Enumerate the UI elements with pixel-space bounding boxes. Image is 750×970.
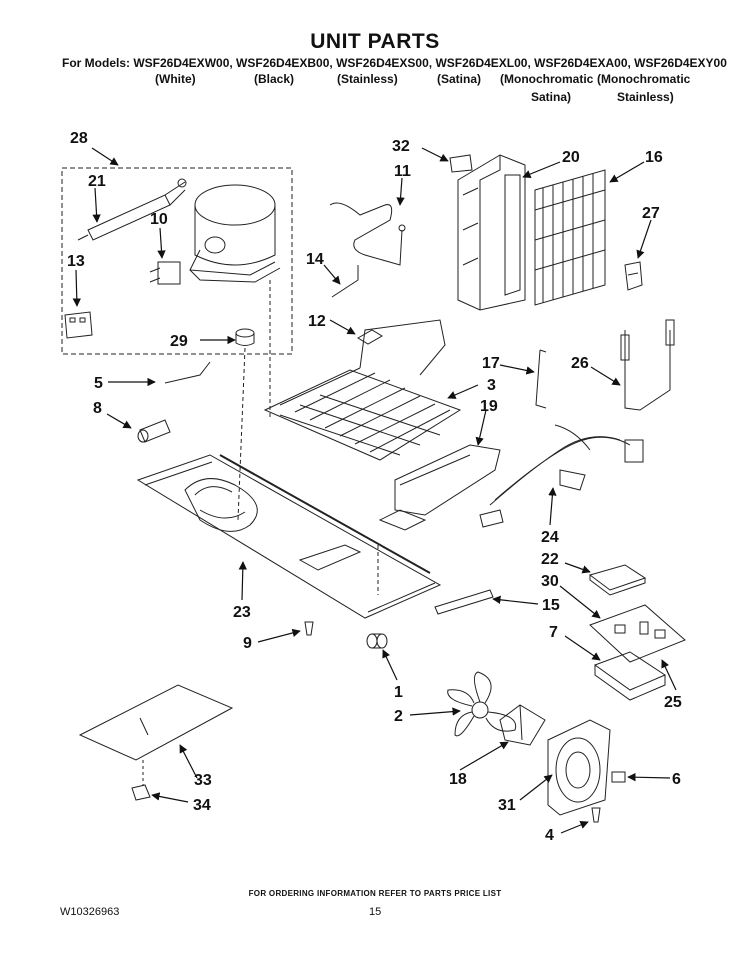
callout-33: 33 <box>194 772 212 789</box>
callout-25: 25 <box>664 694 682 711</box>
fan-blade-drawing <box>447 671 517 737</box>
callout-8: 8 <box>93 400 102 417</box>
callout-9: 9 <box>243 635 252 652</box>
clip-12-drawing <box>357 329 383 345</box>
callout-26: 26 <box>571 355 589 372</box>
color-monochromatic-1: (Monochromatic <box>500 72 594 86</box>
grommet-34-drawing <box>131 784 151 801</box>
callout-12: 12 <box>308 313 326 330</box>
tube-26-drawing <box>620 319 675 411</box>
overload-drawing <box>149 261 181 285</box>
callout-34: 34 <box>193 797 211 814</box>
grommet-1-drawing <box>366 633 388 649</box>
control-board-drawing <box>589 604 686 663</box>
screw-9-drawing <box>304 621 314 636</box>
callout-28: 28 <box>70 130 88 147</box>
bracket-27-drawing <box>624 261 643 291</box>
callout-6: 6 <box>672 771 681 788</box>
relay-drawing <box>64 311 93 339</box>
callout-20: 20 <box>562 149 580 166</box>
color-satina: (Satina) <box>437 72 482 86</box>
dryer-drawing <box>77 178 187 241</box>
callout-23: 23 <box>233 604 251 621</box>
wire-5-drawing <box>164 361 211 384</box>
strap-15-drawing <box>434 589 494 615</box>
callout-31: 31 <box>498 797 516 814</box>
callout-3: 3 <box>487 377 496 394</box>
document-number: W10326963 <box>60 906 120 918</box>
insulation-pad-drawing <box>78 684 234 761</box>
callout-17: 17 <box>482 355 500 372</box>
callout-14: 14 <box>306 251 324 268</box>
color-monochromatic-2: (Monochromatic <box>597 72 691 86</box>
callout-4: 4 <box>545 827 554 844</box>
fan-shroud-drawing <box>547 719 611 816</box>
color-stainless-2: Stainless) <box>617 90 674 104</box>
tube-11-drawing <box>329 202 406 266</box>
callout-30: 30 <box>541 573 559 590</box>
callout-27: 27 <box>642 205 660 222</box>
color-white: (White) <box>155 72 196 86</box>
callout-13: 13 <box>67 253 85 270</box>
color-black: (Black) <box>254 72 295 86</box>
evaporator-drawing <box>534 169 606 306</box>
part-17-drawing <box>535 349 547 409</box>
fan-motor-drawing <box>499 704 546 746</box>
models-line: For Models: WSF26D4EXW00, WSF26D4EXB00, … <box>62 56 727 70</box>
callout-2: 2 <box>394 708 403 725</box>
callout-22: 22 <box>541 551 559 568</box>
page-number: 15 <box>369 906 382 918</box>
ordering-note: FOR ORDERING INFORMATION REFER TO PARTS … <box>248 889 502 898</box>
grommet-drawing <box>235 328 255 346</box>
callout-7: 7 <box>549 624 558 641</box>
defrost-heater-drawing <box>263 319 462 461</box>
callout-29: 29 <box>170 333 188 350</box>
evaporator-cover-drawing <box>457 154 526 311</box>
callout-10: 10 <box>150 211 168 228</box>
wiring-harness-drawing <box>479 424 644 528</box>
callout-15: 15 <box>542 597 560 614</box>
tube-14-drawing <box>331 265 359 298</box>
color-stainless: (Stainless) <box>337 72 398 86</box>
callout-24: 24 <box>541 529 559 546</box>
sleeve-8-drawing <box>137 419 171 443</box>
callout-5: 5 <box>94 375 103 392</box>
drain-trough-drawing <box>378 444 501 531</box>
color-satina-2: Satina) <box>531 90 572 104</box>
callout-11: 11 <box>394 163 411 180</box>
clip-32-drawing <box>449 154 473 173</box>
compressor-drawing <box>189 184 281 283</box>
base-pan-drawing <box>136 454 442 619</box>
compressor-group-box <box>61 167 293 355</box>
callout-1: 1 <box>394 684 403 701</box>
screw-4-drawing <box>591 807 601 823</box>
callout-16: 16 <box>645 149 663 166</box>
callout-19: 19 <box>480 398 498 415</box>
cover-22-drawing <box>588 564 647 596</box>
page-title: UNIT PARTS <box>310 30 440 53</box>
callout-21: 21 <box>88 173 106 190</box>
callout-18: 18 <box>449 771 467 788</box>
callout-32: 32 <box>392 138 410 155</box>
box-7-drawing <box>593 651 667 701</box>
screw-6-drawing <box>611 771 626 783</box>
